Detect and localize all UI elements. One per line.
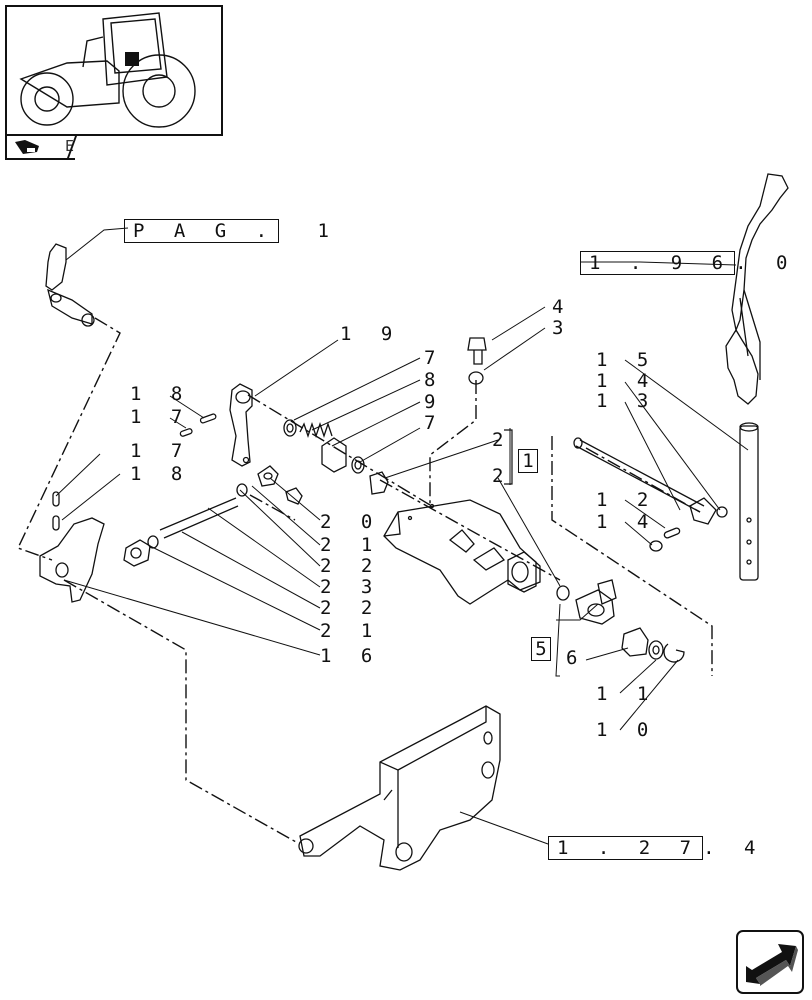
folder-pointer-icon xyxy=(15,140,39,154)
pin-12 xyxy=(649,527,681,552)
tractor-thumbnail xyxy=(5,5,223,136)
next-page-button[interactable] xyxy=(736,930,804,994)
callout-15: 1 5 xyxy=(596,349,658,371)
callout-9: 9 xyxy=(424,391,445,413)
spring-assembly xyxy=(283,419,365,474)
callout-14a: 1 4 xyxy=(596,370,658,392)
link-rod-assembly xyxy=(123,465,303,567)
callout-2b: 2 xyxy=(492,465,513,487)
callout-6: 6 xyxy=(566,647,587,669)
callout-21a: 2 1 xyxy=(320,534,382,556)
ref-1-96-suffix: . 0 xyxy=(735,252,797,274)
callout-23: 2 3 xyxy=(320,576,382,598)
selector-assembly xyxy=(575,579,685,663)
callout-8: 8 xyxy=(424,369,445,391)
ref-pag[interactable]: P A G . 1 xyxy=(124,219,338,243)
callout-4: 4 xyxy=(552,296,573,318)
ref-1-96-box: 1 . 9 6 xyxy=(580,251,736,275)
callout-18b: 1 8 xyxy=(130,463,192,485)
callout-19: 1 9 xyxy=(340,323,402,345)
ref-1-27-box: 1 . 2 7 xyxy=(548,836,704,860)
callout-3: 3 xyxy=(552,317,573,339)
left-link-rod xyxy=(45,243,95,327)
tractor-icon xyxy=(19,12,196,128)
ref-1-96-0[interactable]: 1 . 9 6. 0 xyxy=(580,251,796,275)
callout-12: 1 2 xyxy=(596,489,658,511)
bracket-group-1 xyxy=(504,429,513,485)
callout-10: 1 0 xyxy=(596,719,658,741)
section-tab[interactable]: E xyxy=(5,136,75,160)
support-bracket xyxy=(298,705,501,871)
callout-7a: 7 xyxy=(424,347,445,369)
ref-pag-box: P A G . xyxy=(124,219,280,243)
lever-19 xyxy=(229,383,253,467)
ref-1-27-suffix: . 4 xyxy=(703,837,765,859)
gear-lever xyxy=(725,173,789,581)
callout-14b: 1 4 xyxy=(596,511,658,533)
lever-plate-16 xyxy=(39,517,105,603)
group-box-1: 1 xyxy=(518,449,538,473)
bolt-nut xyxy=(467,337,487,385)
callout-20: 2 0 xyxy=(320,511,382,533)
callout-7b: 7 xyxy=(424,412,445,434)
pins xyxy=(52,413,217,531)
callout-22a: 2 2 xyxy=(320,555,382,577)
rod-13 xyxy=(573,437,728,525)
tab-label: E xyxy=(65,137,75,155)
group-box-5: 5 xyxy=(531,637,551,661)
callout-21b: 2 1 xyxy=(320,620,382,642)
callout-18a: 1 8 xyxy=(130,383,192,405)
ref-1-27-4[interactable]: 1 . 2 7. 4 xyxy=(548,836,764,860)
callout-17a: 1 7 xyxy=(130,406,192,428)
bushings xyxy=(369,471,570,601)
callout-2a: 2 xyxy=(492,429,513,451)
callout-11: 1 1 xyxy=(596,683,658,705)
leader-lines xyxy=(55,227,749,845)
callout-16: 1 6 xyxy=(320,645,382,667)
callout-13: 1 3 xyxy=(596,390,658,412)
callout-17b: 1 7 xyxy=(130,440,192,462)
next-page-arrow-icon xyxy=(746,944,798,986)
ref-pag-number: 1 xyxy=(317,220,338,242)
callout-22b: 2 2 xyxy=(320,597,382,619)
center-bracket xyxy=(383,499,541,605)
